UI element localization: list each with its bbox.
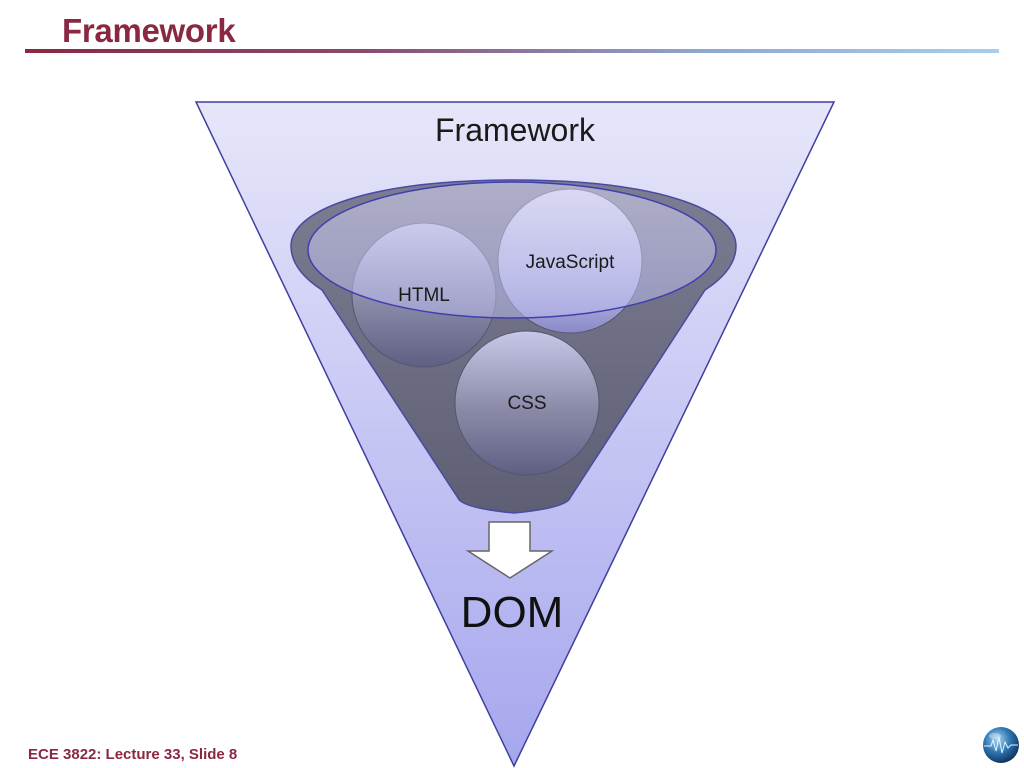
- html-label: HTML: [398, 285, 450, 306]
- funnel-opening: [307, 181, 717, 319]
- globe-logo-icon: [983, 727, 1019, 763]
- funnel-title-label: Framework: [435, 112, 596, 148]
- javascript-label: JavaScript: [526, 252, 615, 273]
- slide-footer: ECE 3822: Lecture 33, Slide 8: [28, 746, 238, 763]
- down-arrow-icon: [465, 521, 555, 579]
- title-underline: [25, 49, 999, 53]
- css-circle: [454, 330, 600, 476]
- slide-title: Framework: [62, 12, 236, 49]
- css-label: CSS: [507, 393, 546, 414]
- dom-label: DOM: [461, 588, 564, 637]
